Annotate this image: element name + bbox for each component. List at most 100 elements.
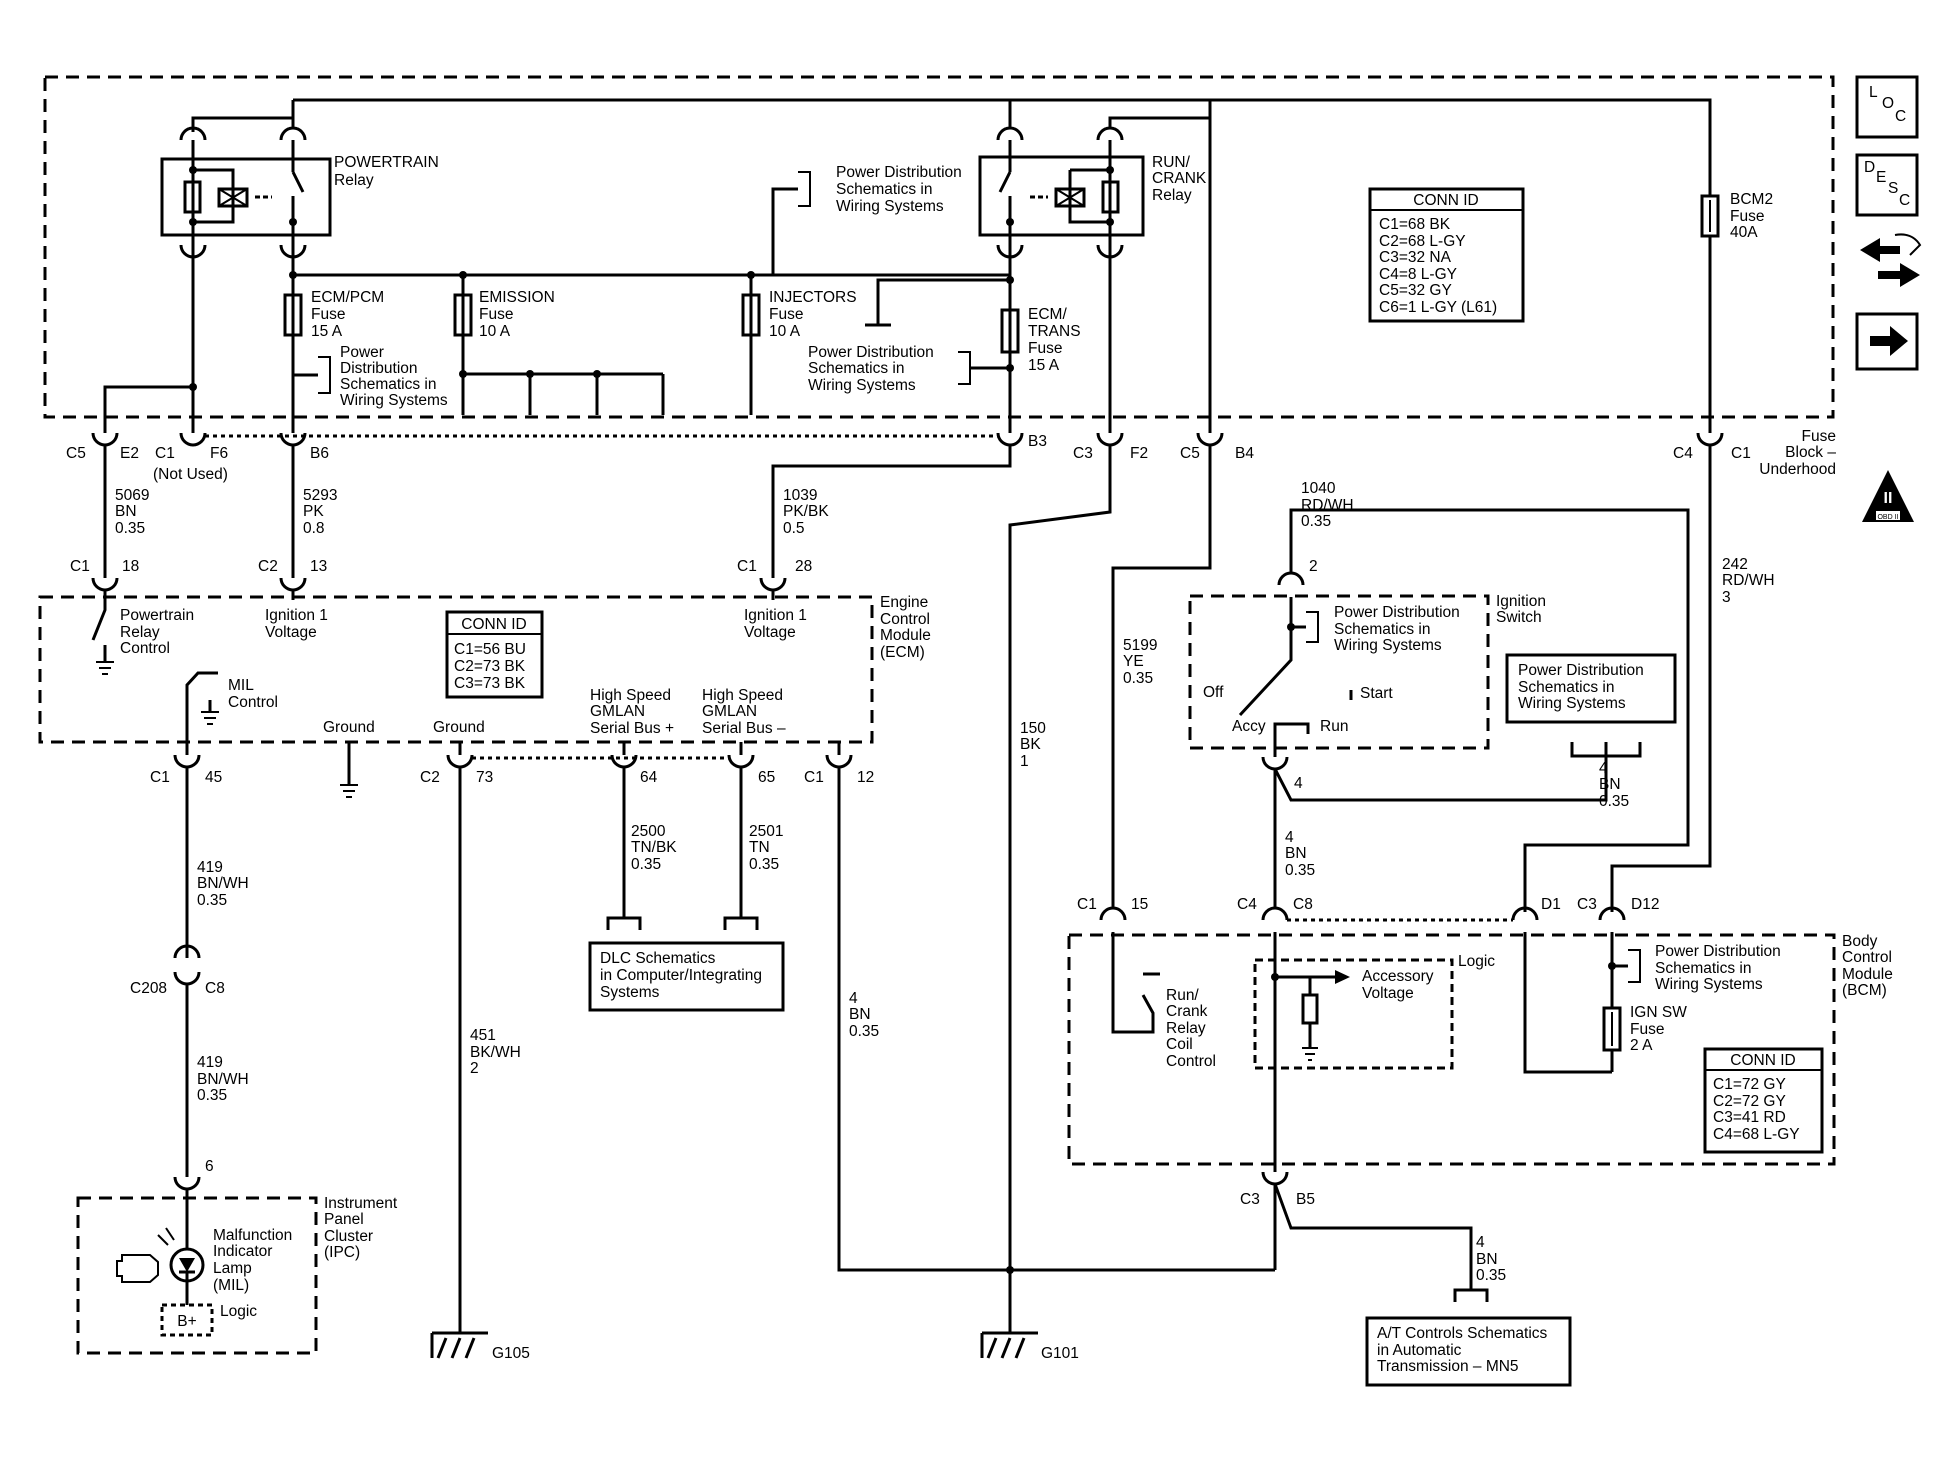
svg-text:C2: C2 bbox=[258, 558, 278, 575]
loc-button[interactable]: L O C bbox=[1855, 75, 1919, 139]
svg-text:Power Distribution: Power Distribution bbox=[1518, 662, 1644, 679]
wire-5069: 5069 BN 0.35 bbox=[115, 487, 149, 537]
svg-text:C4: C4 bbox=[1673, 445, 1693, 462]
power-dist-ref-mid[interactable]: Power Distribution Schematics in Wiring … bbox=[808, 344, 934, 394]
svg-text:C1: C1 bbox=[1077, 896, 1097, 913]
svg-text:(BCM): (BCM) bbox=[1842, 982, 1887, 999]
wire-419-b: 419 BN/WH 0.35 bbox=[197, 1054, 249, 1104]
powertrain-relay: POWERTRAIN Relay bbox=[160, 118, 439, 391]
svg-text:High Speed: High Speed bbox=[590, 687, 671, 704]
power-dist-ref-left[interactable]: Power Distribution Schematics in Wiring … bbox=[340, 344, 448, 409]
svg-text:GMLAN: GMLAN bbox=[702, 703, 757, 720]
svg-text:C4: C4 bbox=[1237, 896, 1257, 913]
svg-text:5069: 5069 bbox=[115, 487, 149, 504]
svg-text:0.35: 0.35 bbox=[197, 892, 227, 909]
svg-text:Schematics in: Schematics in bbox=[1518, 679, 1614, 696]
svg-text:Indicator: Indicator bbox=[213, 1243, 272, 1260]
svg-text:0.35: 0.35 bbox=[1123, 670, 1153, 687]
svg-text:BK: BK bbox=[1020, 736, 1041, 753]
svg-text:0.35: 0.35 bbox=[849, 1023, 879, 1040]
svg-text:Ground: Ground bbox=[323, 719, 375, 736]
svg-text:RD/WH: RD/WH bbox=[1722, 572, 1775, 589]
svg-text:Control: Control bbox=[1166, 1053, 1216, 1070]
fuse-block-label: Fuse Block – Underhood bbox=[1759, 428, 1836, 478]
svg-text:B3: B3 bbox=[1028, 433, 1047, 450]
svg-text:C3=41 RD: C3=41 RD bbox=[1713, 1109, 1786, 1126]
svg-text:C1: C1 bbox=[70, 558, 90, 575]
svg-text:4: 4 bbox=[1599, 760, 1608, 777]
wire-242: 242 RD/WH 3 bbox=[1722, 556, 1775, 606]
svg-text:C1: C1 bbox=[155, 445, 175, 462]
ecm-ign1-right: Ignition 1 Voltage bbox=[744, 590, 807, 641]
svg-text:BN: BN bbox=[1599, 776, 1621, 793]
svg-text:C2=73 BK: C2=73 BK bbox=[454, 658, 526, 675]
svg-text:Ignition 1: Ignition 1 bbox=[744, 607, 807, 624]
svg-text:Ignition 1: Ignition 1 bbox=[265, 607, 328, 624]
svg-text:Fuse: Fuse bbox=[1730, 208, 1764, 225]
svg-text:C8: C8 bbox=[1293, 896, 1313, 913]
svg-text:TN/BK: TN/BK bbox=[631, 839, 677, 856]
wire-451: 451 BK/WH 2 bbox=[470, 1027, 521, 1077]
svg-text:Relay: Relay bbox=[1152, 187, 1192, 204]
svg-text:10 A: 10 A bbox=[479, 323, 511, 340]
svg-text:419: 419 bbox=[197, 859, 223, 876]
svg-text:4: 4 bbox=[1285, 829, 1294, 846]
svg-text:IGN SW: IGN SW bbox=[1630, 1004, 1687, 1021]
svg-text:INJECTORS: INJECTORS bbox=[769, 289, 857, 306]
next-arrow-button[interactable] bbox=[1855, 312, 1919, 371]
svg-text:D: D bbox=[1864, 159, 1875, 176]
svg-text:F2: F2 bbox=[1130, 445, 1148, 462]
svg-text:C1=56 BU: C1=56 BU bbox=[454, 641, 526, 658]
desc-button[interactable]: D E S C bbox=[1855, 153, 1919, 217]
run-crank-coil-control: Run/ Crank Relay Coil Control bbox=[1111, 932, 1216, 1070]
svg-text:C4=68 L-GY: C4=68 L-GY bbox=[1713, 1126, 1800, 1143]
svg-text:(IPC): (IPC) bbox=[324, 1244, 360, 1261]
at-controls-ref[interactable]: A/T Controls Schematics in Automatic Tra… bbox=[1365, 1316, 1572, 1387]
svg-text:Off: Off bbox=[1203, 684, 1224, 701]
svg-text:2: 2 bbox=[1309, 558, 1318, 575]
wire-2500: 2500 TN/BK 0.35 bbox=[631, 823, 677, 873]
svg-text:Voltage: Voltage bbox=[744, 624, 796, 641]
svg-text:Control: Control bbox=[880, 611, 930, 628]
svg-text:G101: G101 bbox=[1041, 1345, 1079, 1362]
svg-text:B6: B6 bbox=[310, 445, 329, 462]
fuse-block-outline bbox=[43, 75, 1835, 419]
wire-4-at: 4 BN 0.35 bbox=[1476, 1234, 1506, 1284]
svg-text:Logic: Logic bbox=[1458, 953, 1495, 970]
svg-text:28: 28 bbox=[795, 558, 812, 575]
svg-text:C1=68 BK: C1=68 BK bbox=[1379, 216, 1451, 233]
svg-text:Panel: Panel bbox=[324, 1211, 364, 1228]
svg-text:TN: TN bbox=[749, 839, 770, 856]
svg-text:O: O bbox=[1882, 95, 1894, 112]
dlc-schematics-ref[interactable]: DLC Schematics in Computer/Integrating S… bbox=[588, 941, 785, 1012]
svg-text:1: 1 bbox=[1020, 753, 1029, 770]
svg-text:4: 4 bbox=[849, 990, 858, 1007]
svg-text:73: 73 bbox=[476, 769, 493, 786]
fuse-block-conn-id: CONN ID C1=68 BK C2=68 L-GY C3=32 NA C4=… bbox=[1368, 187, 1525, 323]
svg-text:High Speed: High Speed bbox=[702, 687, 783, 704]
svg-text:Transmission – MN5: Transmission – MN5 bbox=[1377, 1358, 1519, 1375]
wire-1039: 1039 PK/BK 0.5 bbox=[783, 487, 829, 537]
svg-text:Lamp: Lamp bbox=[213, 1260, 252, 1277]
svg-text:2500: 2500 bbox=[631, 823, 666, 840]
power-dist-ref-box[interactable]: Power Distribution Schematics in Wiring … bbox=[1505, 653, 1677, 724]
svg-text:in Automatic: in Automatic bbox=[1377, 1342, 1462, 1359]
svg-text:C5=32 GY: C5=32 GY bbox=[1379, 282, 1452, 299]
svg-text:Relay: Relay bbox=[120, 624, 160, 641]
svg-text:4: 4 bbox=[1294, 775, 1303, 792]
svg-text:0.35: 0.35 bbox=[197, 1087, 227, 1104]
svg-text:Accy: Accy bbox=[1232, 718, 1266, 735]
connector-swap-icon[interactable] bbox=[1860, 233, 1922, 287]
svg-text:Schematics in: Schematics in bbox=[808, 360, 904, 377]
svg-text:Relay: Relay bbox=[334, 172, 374, 189]
svg-text:C3: C3 bbox=[1073, 445, 1093, 462]
accessory-voltage: Logic Accessory Voltage bbox=[1271, 932, 1495, 1172]
ipc-outline bbox=[76, 1196, 318, 1355]
wire-4-switch: 4 BN 0.35 bbox=[1599, 760, 1629, 810]
ignition-switch-outline bbox=[1188, 594, 1490, 750]
svg-text:0.35: 0.35 bbox=[749, 856, 779, 873]
svg-text:Serial Bus –: Serial Bus – bbox=[702, 720, 786, 737]
svg-text:C5: C5 bbox=[66, 445, 86, 462]
power-dist-ref-top[interactable]: Power Distribution Schematics in Wiring … bbox=[836, 164, 962, 215]
